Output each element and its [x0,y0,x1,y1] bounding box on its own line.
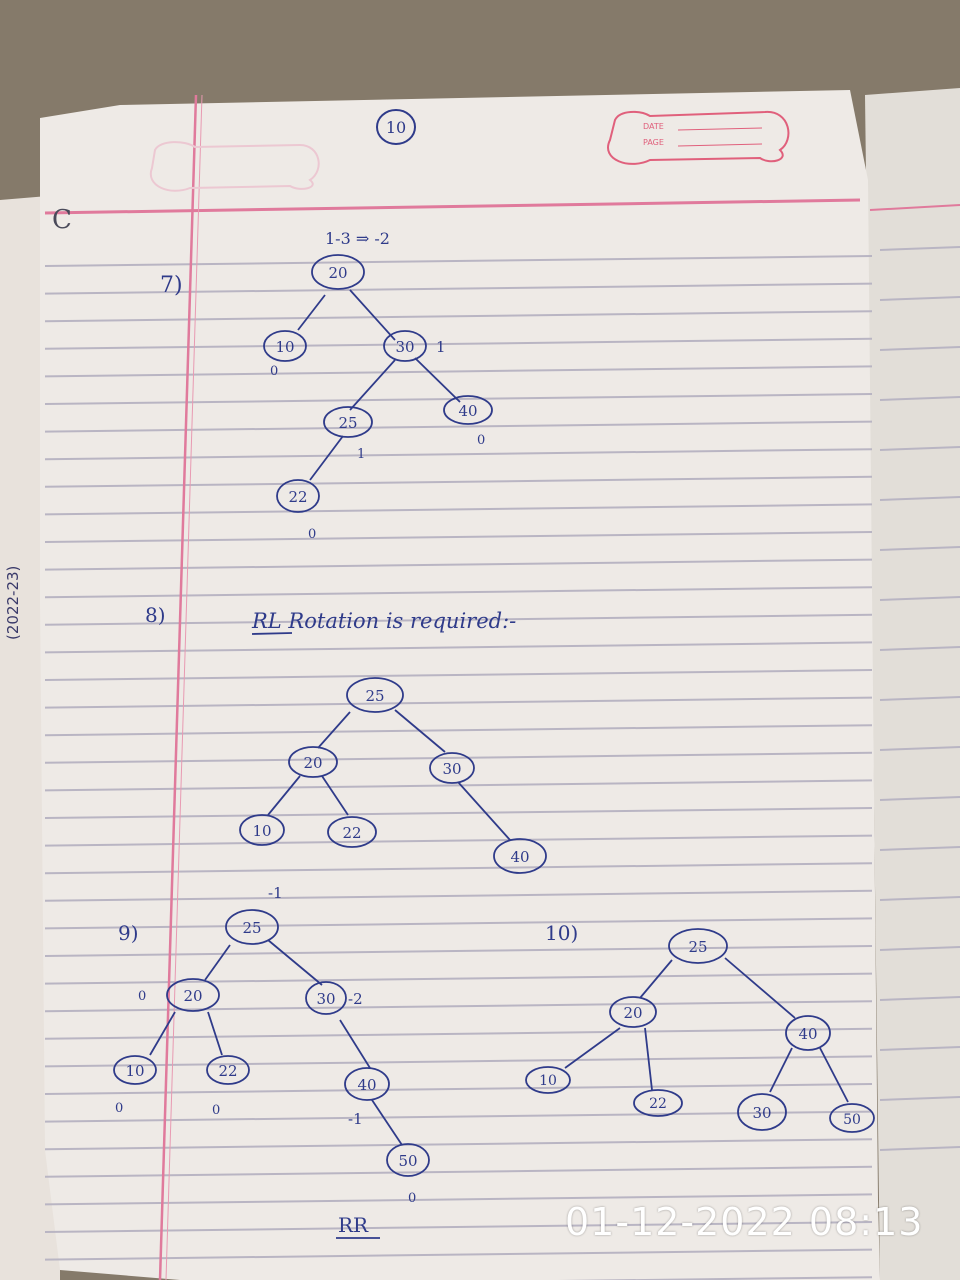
caption: RL Rotation is required:- [251,609,516,633]
rule-line [44,889,873,902]
balance-factor: -1 [268,884,283,902]
node: 30 [752,1104,771,1122]
node: 20 [623,1004,642,1022]
rule-line [44,779,873,792]
question-number: 9) [118,921,139,945]
balance-factor: 1 [357,447,365,462]
balance-factor: 0 [212,1103,220,1118]
right-page-header-line [869,204,960,211]
photo-timestamp: 01-12-2022 08:13 [565,1200,924,1244]
header-line [44,198,861,215]
margin-line-2 [165,94,203,1280]
notebook-page [40,90,880,1280]
node: 10 [125,1062,144,1080]
balance-factor: 1 [436,338,446,356]
margin-line [158,94,198,1280]
balance-factor: 0 [138,989,146,1004]
balance-note: 1-3 ⇒ -2 [325,229,390,248]
rule-line [44,420,873,433]
rule-line [557,1276,873,1280]
rule-line [44,972,873,985]
svg-text:10: 10 [386,118,406,137]
balance-factor: 0 [270,364,278,379]
node: 25 [242,919,261,937]
question-8: 8) RL Rotation is required:- 25 20 30 10… [145,603,547,874]
node: 30 [395,338,414,356]
balance-factor: 0 [477,433,485,448]
node: 20 [303,754,322,772]
node: 20 [183,987,202,1005]
rule-line [44,1221,873,1233]
rule-line [44,337,873,350]
rule-line [44,669,873,681]
question-number: 7) [160,273,183,298]
rule-line [44,1165,873,1178]
rule-line [44,834,873,847]
node: 22 [342,824,361,842]
question-9: 9) 25 20 30 10 22 40 50 -1 0 -2 0 0 -1 0… [113,884,430,1239]
rule-line [44,1138,873,1151]
rule-line [44,393,873,405]
node: 10 [252,822,271,840]
rule-line [44,1083,873,1095]
node: 20 [328,264,347,282]
rule-line [44,807,873,819]
rule-line [44,696,873,709]
node: 22 [288,488,307,506]
node: 10 [275,338,294,356]
rule-line [44,282,873,295]
balance-factor: 0 [408,1191,416,1206]
rule-line [44,310,873,323]
rule-line [44,1193,873,1206]
node: 25 [365,687,384,705]
question-number: 10) [545,921,578,945]
rule-line [44,1110,873,1123]
rule-line [44,945,873,957]
node: 50 [843,1112,861,1128]
node: 30 [316,990,335,1008]
rule-line [44,365,873,378]
rule-line [44,1055,873,1068]
right-page [865,88,960,1280]
node: 40 [458,402,477,420]
rule-line [44,641,873,654]
question-7: 7) 1-3 ⇒ -2 20 10 30 25 40 22 0 1 1 0 0 [160,229,493,542]
question-10: 10) 25 20 40 10 22 30 50 [525,921,875,1133]
rule-line [44,613,873,626]
rule-line [44,917,873,930]
node: 30 [442,760,461,778]
node: 40 [798,1025,817,1043]
faint-stamp [149,141,320,192]
margin-mark: C [52,205,72,235]
rotation-label: RR [338,1213,369,1237]
node: 50 [398,1152,417,1170]
node: 40 [510,848,529,866]
balance-factor: 0 [115,1101,123,1116]
spine-text: (2022-23) [4,566,22,640]
question-number: 8) [145,603,166,627]
date-page-stamp: DATE PAGE [607,110,790,165]
node: 22 [649,1096,667,1112]
rule-line [44,1248,873,1261]
balance-factor: -1 [348,1110,363,1128]
rule-line [44,448,873,461]
rule-line [44,1027,873,1040]
page-number: 10 [376,109,416,145]
node: 22 [218,1062,237,1080]
rule-line [44,586,873,599]
node: 10 [539,1073,557,1089]
svg-text:DATE: DATE [643,122,664,131]
node: 40 [357,1076,376,1094]
rule-line [44,862,873,875]
node: 25 [688,938,707,956]
right-page-lines [879,246,960,1151]
svg-text:PAGE: PAGE [643,138,664,147]
balance-factor: -2 [348,990,363,1008]
balance-factor: 0 [308,527,316,542]
rule-line [44,751,873,764]
rule-line [44,255,873,267]
node: 25 [338,414,357,432]
rule-line [44,475,873,488]
